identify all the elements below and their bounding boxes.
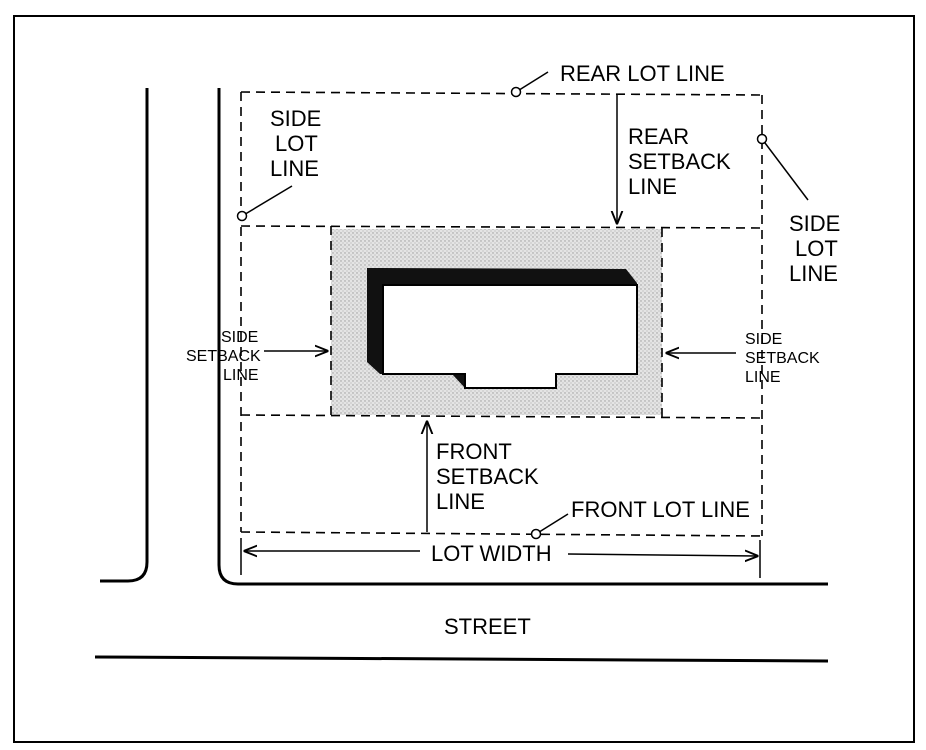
side-lot-line-left-leader	[241, 185, 293, 217]
front-setback-label: FRONT SETBACK LINE	[436, 439, 545, 514]
rear-lot-line-leader	[515, 71, 549, 93]
side-setback-right-label: SIDE SETBACK LINE	[745, 331, 824, 386]
side-lot-line-right-label: SIDE LOT LINE	[789, 211, 846, 286]
side-setback-right-label-1: SIDE	[745, 331, 782, 348]
street-label: STREET	[444, 614, 531, 639]
side-lot-line-right-label-3: LINE	[789, 261, 838, 286]
side-lot-line-left-marker	[236, 210, 248, 222]
side-lot-line-right-label-2: LOT	[795, 236, 837, 261]
side-lot-line-left-label: SIDE LOT LINE	[270, 106, 327, 181]
front-lot-line-leader	[535, 513, 569, 535]
front-setback-line	[240, 414, 763, 419]
side-lot-line-right-leader	[761, 138, 809, 201]
rear-setback-label: REAR SETBACK LINE	[628, 124, 737, 199]
front-setback-label-3: LINE	[436, 489, 485, 514]
front-lot-line-marker	[530, 528, 542, 540]
side-lot-line-left-label-2: LOT	[275, 131, 317, 156]
side-lot-line-right-marker	[756, 133, 768, 145]
side-setback-right-label-3: LINE	[745, 369, 781, 386]
side-setback-left-label-2: SETBACK	[186, 348, 261, 365]
side-lot-line-left-label-3: LINE	[270, 156, 319, 181]
lot-curb-line	[217, 88, 828, 586]
left-curb-line	[100, 88, 149, 583]
side-lot-line-left-label-1: SIDE	[270, 106, 321, 131]
side-setback-left-label-1: SIDE	[221, 329, 258, 346]
side-setback-left-label: SIDE SETBACK LINE	[186, 329, 265, 384]
front-lot-line	[240, 531, 763, 537]
front-setback-label-2: SETBACK	[436, 464, 539, 489]
rear-setback-label-1: REAR	[628, 124, 689, 149]
outer-frame	[13, 15, 915, 743]
front-setback-label-1: FRONT	[436, 439, 511, 464]
side-setback-left-label-3: LINE	[223, 367, 259, 384]
rear-lot-line-label: REAR LOT LINE	[560, 61, 725, 86]
front-lot-line-label: FRONT LOT LINE	[571, 497, 750, 522]
side-setback-right-label-2: SETBACK	[745, 350, 820, 367]
side-lot-line-right-label-1: SIDE	[789, 211, 840, 236]
rear-lot-line-marker	[510, 86, 522, 98]
rear-lot-line	[240, 91, 763, 96]
lot-width-label: LOT WIDTH	[431, 541, 552, 566]
rear-setback-line	[240, 225, 763, 229]
street-far-curb	[94, 655, 829, 663]
rear-setback-label-3: LINE	[628, 174, 677, 199]
building	[382, 284, 638, 389]
rear-setback-label-2: SETBACK	[628, 149, 731, 174]
lot-width-arrow-right	[567, 554, 757, 556]
